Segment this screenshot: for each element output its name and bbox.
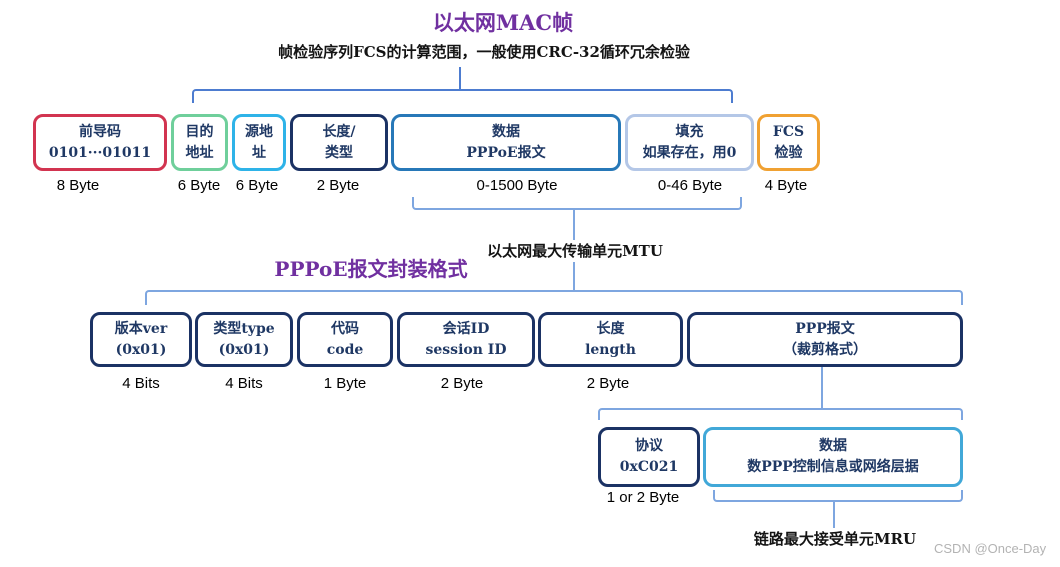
mru-bracket: [713, 490, 963, 502]
pppoe-field-code: 代码 code: [297, 312, 393, 367]
field-line1: 数据: [819, 438, 847, 454]
ppp-expansion-bracket: [598, 408, 963, 420]
size-label: 2 Byte: [586, 375, 630, 392]
field-line2: session ID: [425, 341, 507, 358]
size-label: 1 or 2 Byte: [606, 489, 680, 506]
pppoe-field-length: 长度 length: [538, 312, 683, 367]
mac-field-preamble: 前导码 0101···01011: [33, 114, 167, 171]
size-label: 6 Byte: [235, 177, 279, 194]
field-line1: 前导码: [79, 123, 121, 140]
field-line1: 协议: [635, 438, 663, 454]
field-line2: 数PPP控制信息或网络层据: [747, 459, 919, 475]
mac-field-length-type: 长度/ 类型: [290, 114, 388, 171]
field-line2: (0x01): [218, 341, 270, 358]
field-line2: (0x01): [115, 341, 167, 358]
field-line1: 会话ID: [442, 320, 490, 337]
field-line2: （裁剪格式）: [783, 341, 867, 358]
ppp-field-protocol: 协议 0xC021: [598, 427, 700, 487]
size-label: 0-1500 Byte: [476, 177, 558, 194]
mac-field-data: 数据 PPPoE报文: [391, 114, 621, 171]
connector-mtu-stem: [573, 209, 575, 240]
field-line1: 填充: [675, 123, 704, 140]
fcs-range-subtitle: 帧检验序列FCS的计算范围，一般使用CRC-32循环冗余检验: [278, 43, 690, 61]
field-line2: 如果存在，用0: [642, 144, 737, 161]
mac-field-padding: 填充 如果存在，用0: [625, 114, 754, 171]
field-line1: FCS: [772, 123, 805, 140]
size-label: 2 Byte: [440, 375, 484, 392]
size-label: 1 Byte: [323, 375, 367, 392]
pppoe-expansion-bracket: [145, 290, 963, 305]
csdn-watermark: CSDN @Once-Day: [934, 541, 1047, 556]
pppoe-field-type: 类型type (0x01): [195, 312, 293, 367]
field-line2: length: [585, 341, 636, 358]
field-line2: PPPoE报文: [466, 144, 546, 161]
field-line2: 类型: [325, 144, 353, 161]
field-line1: 版本ver: [114, 320, 168, 337]
mru-note: 链路最大接受单元MRU: [753, 530, 917, 548]
field-line1: 类型type: [213, 320, 275, 337]
pppoe-field-version: 版本ver (0x01): [90, 312, 192, 367]
mtu-bracket: [412, 197, 742, 210]
size-label: 4 Bits: [122, 375, 160, 392]
field-line1: 代码: [331, 320, 359, 337]
connector-mru-stem: [833, 501, 835, 528]
field-line1: 源地: [245, 123, 273, 140]
mac-field-fcs: FCS 检验: [757, 114, 820, 171]
pppoe-field-session-id: 会话ID session ID: [397, 312, 535, 367]
size-label: 8 Byte: [56, 177, 100, 194]
connector-mtu-to-pppoe-stem: [573, 262, 575, 290]
field-line1: PPP报文: [795, 320, 855, 337]
field-line1: 目的: [185, 123, 214, 140]
field-line2: 地址: [185, 144, 214, 161]
pppoe-format-title: PPPoE报文封装格式: [274, 257, 468, 281]
connector-ppp-stem: [821, 367, 823, 408]
ppp-field-data: 数据 数PPP控制信息或网络层据: [703, 427, 963, 487]
size-label: 4 Bits: [225, 375, 263, 392]
pppoe-field-ppp-payload: PPP报文 （裁剪格式）: [687, 312, 963, 367]
mac-field-src-address: 源地 址: [232, 114, 286, 171]
mac-field-dest-address: 目的 地址: [171, 114, 228, 171]
field-line2: 检验: [774, 144, 803, 161]
field-line2: 址: [252, 144, 266, 161]
size-label: 0-46 Byte: [657, 177, 723, 194]
ethernet-mac-frame-title: 以太网MAC帧: [432, 10, 574, 35]
field-line1: 长度: [596, 320, 625, 337]
size-label: 4 Byte: [764, 177, 808, 194]
mtu-note: 以太网最大传输单元MTU: [487, 242, 663, 260]
size-label: 2 Byte: [316, 177, 360, 194]
field-line2: 0101···01011: [48, 144, 152, 161]
field-line2: code: [326, 341, 364, 358]
field-line1: 长度/: [322, 123, 356, 140]
field-line1: 数据: [492, 123, 520, 140]
size-label: 6 Byte: [177, 177, 221, 194]
fcs-range-bracket: [192, 89, 733, 103]
field-line2: 0xC021: [619, 459, 679, 475]
connector-subtitle-stem: [459, 67, 461, 89]
